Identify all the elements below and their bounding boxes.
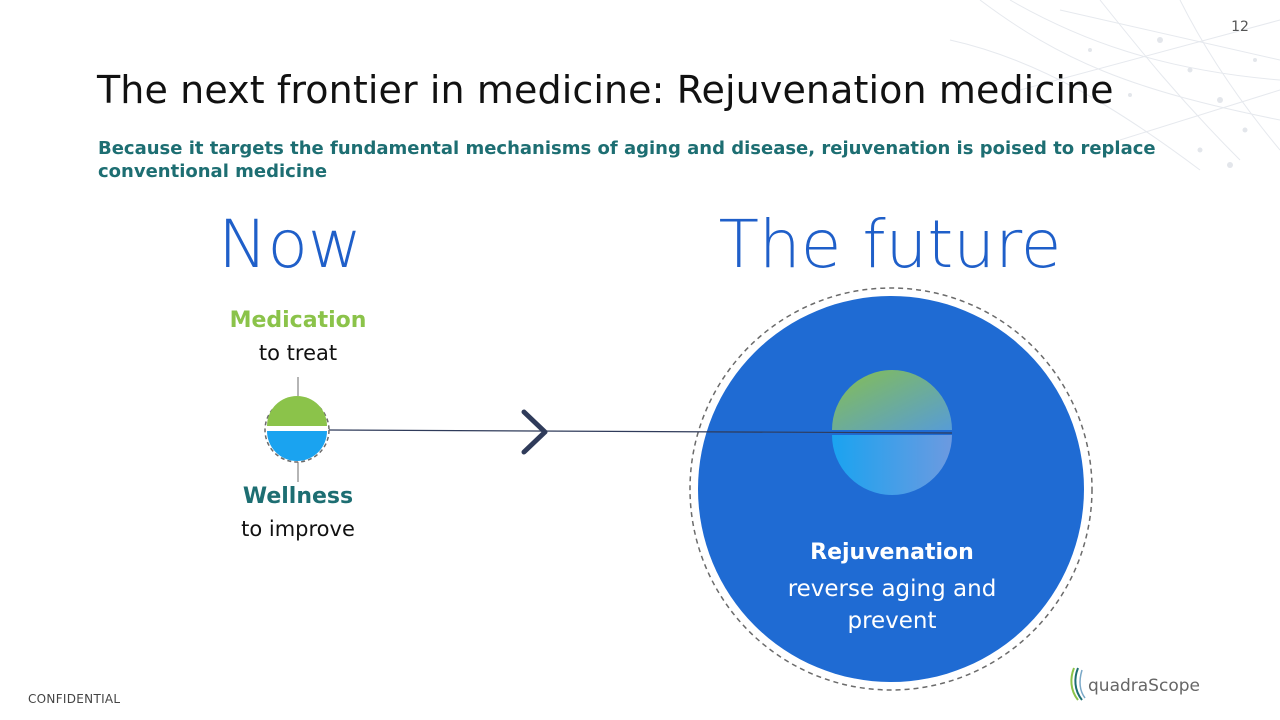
slide-subtitle: Because it targets the fundamental mecha… [98, 138, 1156, 182]
connector-line [328, 429, 953, 434]
rejuvenation-pill-icon [832, 370, 952, 495]
page-number: 12 [1231, 19, 1249, 35]
chevron-right-icon [521, 409, 548, 455]
medication-sublabel: to treat [258, 341, 338, 365]
slide-title: The next frontier in medicine: Rejuvenat… [97, 68, 1114, 112]
now-heading: Now [218, 206, 362, 283]
confidential-footer: CONFIDENTIAL [28, 692, 121, 706]
wellness-sublabel: to improve [241, 517, 355, 541]
brand-name: quadraScope [1088, 676, 1200, 696]
rejuvenation-sublabel: reverse aging and prevent [787, 576, 997, 634]
quadrascope-logo-icon [1070, 667, 1086, 701]
future-dashed-ring [689, 287, 1093, 691]
rejuvenation-label: Rejuvenation [810, 540, 974, 565]
split-pill-icon [264, 377, 330, 482]
future-heading: The future [718, 206, 1062, 283]
medication-label: Medication [229, 308, 367, 333]
wellness-label: Wellness [242, 484, 354, 509]
